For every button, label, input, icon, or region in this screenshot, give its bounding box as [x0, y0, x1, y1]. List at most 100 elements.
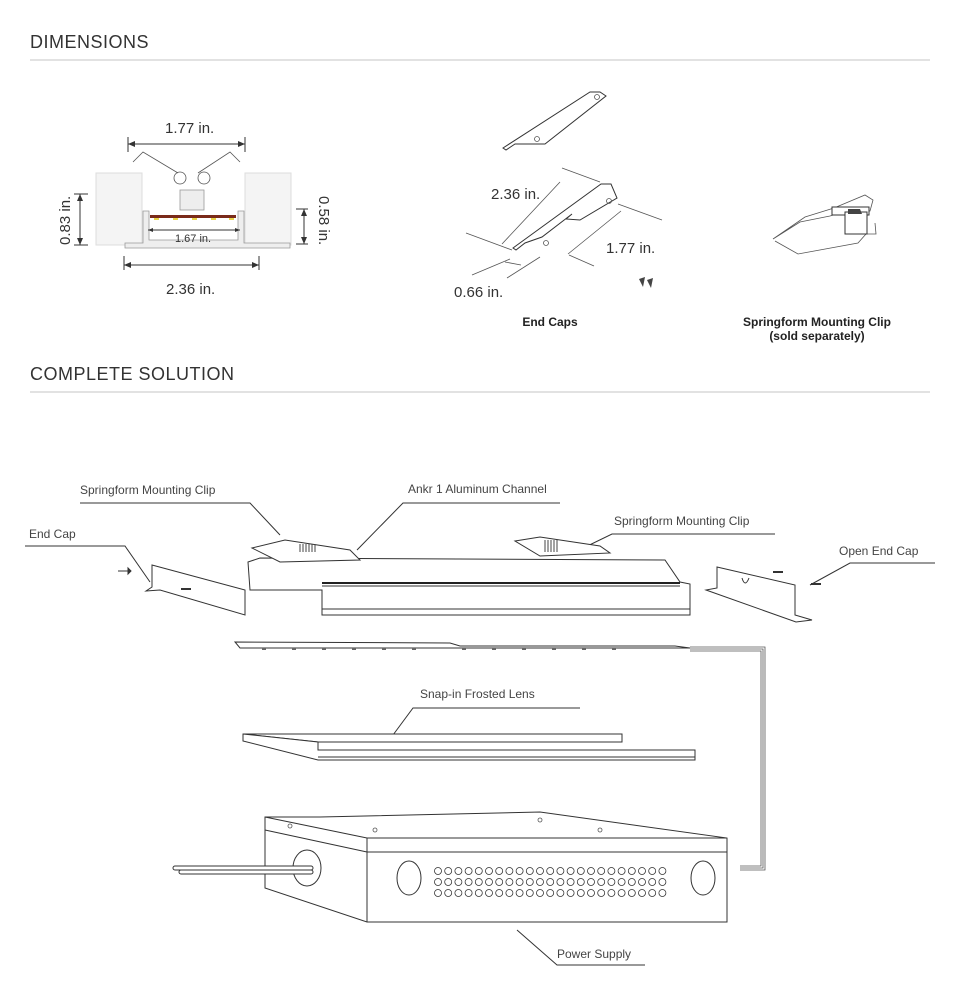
vent-hole: [627, 889, 636, 897]
callout-clip-right: Springform Mounting Clip: [614, 514, 750, 528]
vent-hole: [464, 867, 473, 875]
vent-hole: [495, 867, 504, 875]
vent-hole: [546, 878, 555, 886]
vent-hole: [576, 867, 585, 875]
vent-hole: [658, 878, 667, 886]
end-cap-lower: [512, 183, 618, 251]
vent-hole: [556, 878, 565, 886]
top-width-label: 1.77 in.: [165, 120, 215, 137]
vent-hole: [444, 867, 453, 875]
exploded-clip-right: [513, 536, 612, 557]
clip-caption-line2: (sold separately): [769, 329, 865, 343]
vent-hole: [638, 889, 646, 897]
callout-power-supply: Power Supply: [557, 947, 632, 961]
vent-hole: [495, 878, 504, 886]
vent-hole: [617, 878, 626, 886]
end-caps-caption: End Caps: [522, 315, 578, 329]
vent-hole: [566, 878, 575, 886]
vent-hole: [454, 878, 463, 886]
vent-hole: [525, 878, 534, 886]
callout-channel: Ankr 1 Aluminum Channel: [408, 482, 547, 496]
vent-hole: [638, 878, 646, 886]
vent-hole: [536, 878, 544, 886]
clip-wire: [772, 194, 874, 240]
ac-wire-1: [172, 865, 314, 871]
vent-hole: [454, 867, 463, 875]
vent-hole: [627, 878, 636, 886]
vent-hole: [474, 867, 483, 875]
channel-profile: [124, 210, 291, 249]
callout-end-cap: End Cap: [29, 527, 76, 541]
vent-hole: [556, 867, 565, 875]
vent-hole: [566, 867, 575, 875]
vent-hole: [525, 867, 534, 875]
vent-hole: [505, 867, 514, 875]
led-strip: [150, 215, 236, 218]
vent-hole: [576, 889, 585, 897]
callout-lens: Snap-in Frosted Lens: [420, 687, 535, 701]
vent-hole: [444, 878, 453, 886]
vent-hole: [658, 889, 667, 897]
ceiling-block-right: [244, 172, 292, 246]
vent-hole: [536, 867, 544, 875]
spring-wing-right: [197, 151, 241, 174]
springform-clip-caption: Springform Mounting Clip (sold separatel…: [726, 315, 908, 343]
vent-hole: [536, 889, 544, 897]
spring-wing-left: [132, 151, 179, 174]
end-cap-width-label: 1.77 in.: [606, 240, 656, 257]
vent-hole: [576, 878, 585, 886]
vent-hole: [444, 889, 453, 897]
complete-solution-divider: [30, 391, 930, 393]
end-cap-upper: [502, 91, 607, 151]
vent-hole: [597, 878, 606, 886]
leader-end-cap: [25, 545, 151, 583]
vent-hole: [546, 889, 555, 897]
dimensions-heading: DIMENSIONS: [30, 32, 150, 52]
vent-hole: [515, 878, 524, 886]
vent-holes: [434, 867, 667, 897]
vent-hole: [464, 889, 473, 897]
vent-hole: [454, 889, 463, 897]
vent-hole: [505, 878, 514, 886]
ac-wire-2: [178, 869, 314, 875]
vent-hole: [505, 889, 514, 897]
led-wire-1: [690, 646, 766, 871]
vent-hole: [525, 889, 534, 897]
inner-width-label: 1.67 in.: [175, 233, 212, 245]
dimensions-divider: [30, 59, 930, 61]
complete-solution-heading: COMPLETE SOLUTION: [30, 364, 235, 384]
bottom-width-label: 2.36 in.: [166, 281, 216, 298]
vent-hole: [434, 889, 442, 897]
vent-hole: [474, 889, 483, 897]
end-cap-depth-label: 0.66 in.: [454, 284, 504, 301]
vent-hole: [515, 867, 524, 875]
leader-open-end-cap: [809, 562, 935, 586]
leader-power-supply: [516, 929, 645, 966]
vent-hole: [515, 889, 524, 897]
end-cap-length-label: 2.36 in.: [491, 186, 541, 203]
vent-hole: [617, 889, 626, 897]
vent-hole: [474, 878, 483, 886]
vent-hole: [587, 878, 595, 886]
vent-hole: [566, 889, 575, 897]
vent-hole: [597, 889, 606, 897]
screws-icon: [639, 277, 653, 288]
exploded-end-cap: [144, 564, 246, 616]
vent-hole: [434, 878, 442, 886]
vent-hole: [485, 867, 493, 875]
vent-hole: [627, 867, 636, 875]
callout-open-end-cap: Open End Cap: [839, 544, 919, 558]
leader-channel: [356, 502, 560, 551]
leader-lens: [392, 707, 580, 736]
clip-caption-line1: Springform Mounting Clip: [743, 315, 891, 329]
vent-hole: [638, 867, 646, 875]
vent-hole: [464, 878, 473, 886]
vent-hole: [546, 867, 555, 875]
vent-hole: [587, 867, 595, 875]
vent-hole: [658, 867, 667, 875]
vent-hole: [617, 867, 626, 875]
vent-hole: [648, 889, 657, 897]
